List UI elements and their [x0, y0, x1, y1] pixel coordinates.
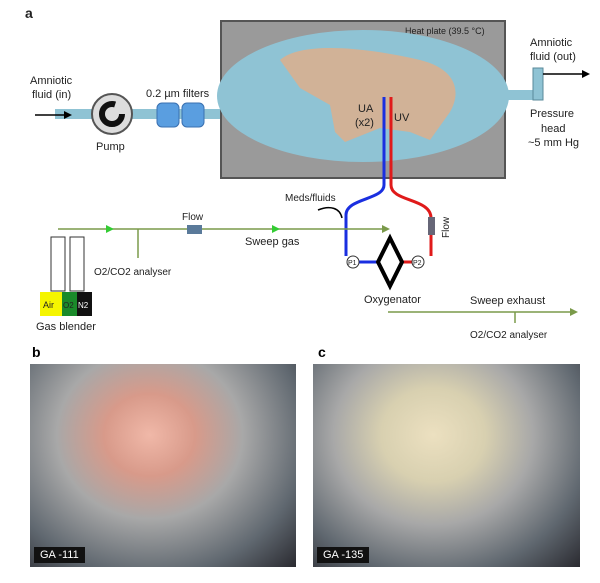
gas-air	[40, 292, 62, 316]
panel-a-label: a	[25, 5, 33, 21]
ga-badge: GA -135	[317, 547, 370, 563]
pressure-head-label: Pressure	[530, 108, 574, 120]
pump-label: Pump	[96, 141, 125, 153]
analyser-label-2: O2/CO2 analyser	[470, 330, 548, 341]
blood-flow-label: Flow	[441, 216, 452, 238]
flowmeter-icon	[69, 236, 85, 292]
filter-icon	[181, 102, 205, 128]
photo-ga-135: GA -135	[313, 364, 580, 567]
p1-label: P1	[348, 260, 357, 267]
gas-air-label: Air	[43, 300, 54, 310]
umbilical-vein-line	[389, 97, 433, 256]
pressure-head-label-3: ~5 mm Hg	[528, 137, 579, 149]
fluid-out-label: Amniotic	[530, 37, 573, 49]
oxygenator-label: Oxygenator	[364, 294, 421, 306]
filter-icon	[156, 102, 180, 128]
p1-sensor	[346, 255, 360, 269]
fluid-in-label-2: fluid (in)	[32, 89, 71, 101]
uv-label: UV	[394, 112, 410, 124]
ua-label-2: (x2)	[355, 117, 374, 129]
gas-n2-label: N2	[78, 301, 89, 310]
gas-n2	[77, 292, 92, 316]
umbilical-artery-line	[344, 97, 386, 256]
fetal-lamb	[280, 47, 456, 142]
ua-label: UA	[358, 103, 374, 115]
ga-badge: GA -111	[34, 547, 85, 563]
gas-o2	[62, 292, 77, 316]
fluid-out-label-2: fluid (out)	[530, 51, 576, 63]
p2-label: P2	[413, 260, 422, 267]
analyser-label: O2/CO2 analyser	[94, 267, 172, 278]
circuit-diagram: a Amniotic fluid (in) Pump 0.2 µm filter…	[25, 5, 590, 341]
meds-label: Meds/fluids	[285, 193, 336, 204]
filters-label: 0.2 µm filters	[146, 88, 210, 100]
meds-arrow-icon	[317, 206, 343, 219]
oxygenator-icon	[375, 233, 405, 291]
gas-flow-sensor	[187, 225, 202, 234]
panel-b-label: b	[32, 344, 41, 360]
sweep-gas-label: Sweep gas	[245, 236, 300, 248]
panel-c-label: c	[318, 344, 326, 360]
inlet-pipe	[55, 109, 235, 119]
outlet-pipe	[505, 90, 543, 100]
sweep-exhaust-label: Sweep exhaust	[470, 295, 545, 307]
photo-ga-111: GA -111	[30, 364, 296, 567]
pressure-head-label-2: head	[541, 123, 565, 135]
heat-plate-label: Heat plate (39.5 °C)	[405, 26, 485, 36]
gas-flow-label: Flow	[182, 212, 204, 223]
fluid-in-label: Amniotic	[30, 75, 73, 87]
gas-blender-label: Gas blender	[36, 321, 96, 333]
blood-flow-sensor	[428, 217, 435, 235]
p2-sensor	[411, 255, 425, 269]
gas-o2-label: O2	[63, 301, 74, 310]
flowmeter-icon	[50, 236, 66, 292]
pump-icon	[91, 93, 133, 135]
